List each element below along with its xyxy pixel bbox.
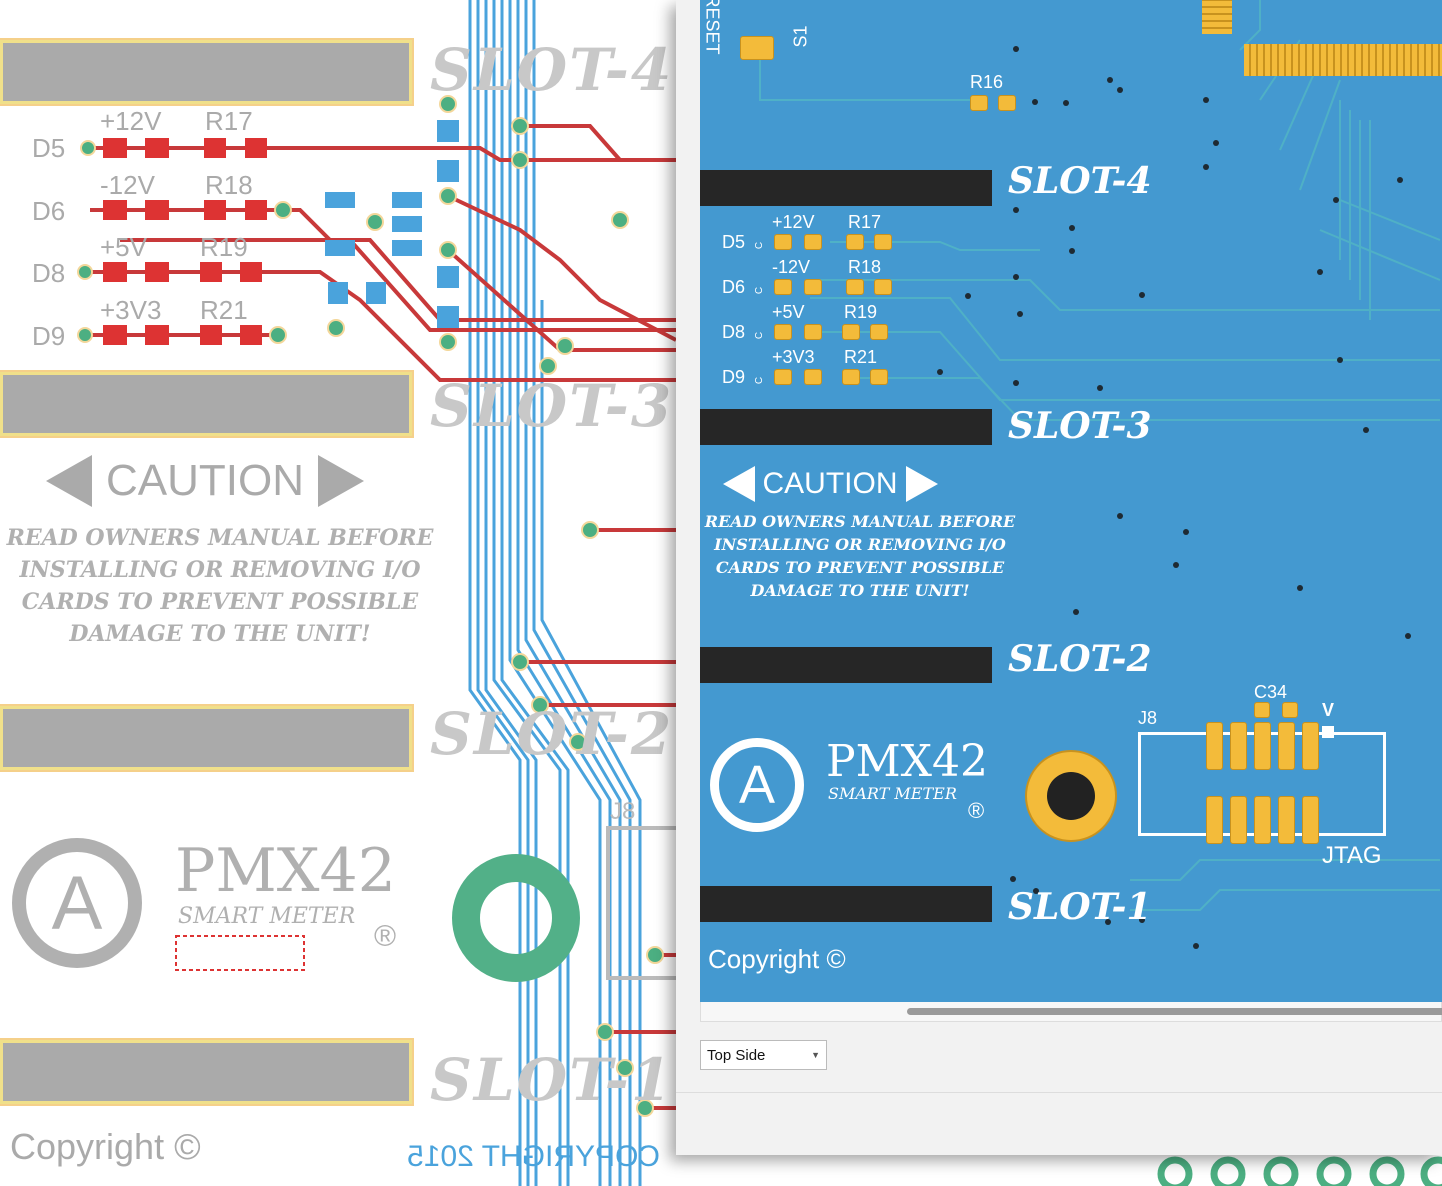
jtag-label: JTAG (1322, 842, 1382, 869)
preview-traces (759, 0, 1441, 949)
dropdown-arrow-icon: ▼ (811, 1050, 820, 1060)
horizontal-scrollbar-thumb[interactable] (907, 1008, 1442, 1015)
led-ref: D8 (32, 258, 66, 288)
copyright-text: Copyright © (10, 1126, 201, 1167)
slot-2-label: SLOT-2 (430, 700, 674, 768)
header-connector (1244, 44, 1442, 76)
caution-block: CAUTION (0, 455, 440, 507)
bottom-vias (1157, 1156, 1442, 1186)
logo-circle: A (12, 838, 142, 968)
pin1-marker: V (1322, 700, 1335, 720)
product-subtitle: SMART METER (828, 784, 957, 803)
slot-2-label: SLOT-2 (1008, 638, 1152, 680)
mounting-hole (1025, 750, 1117, 842)
reset-label: RESET (702, 0, 723, 55)
slot-3-connector (700, 409, 992, 445)
s1-switch-pad (740, 36, 774, 60)
caution-title: CAUTION (106, 456, 304, 505)
c34-pad (1282, 702, 1298, 718)
slot-3-label: SLOT-3 (1008, 405, 1152, 447)
side-select-value: Top Side (707, 1046, 766, 1064)
j8-label: J8 (1138, 708, 1158, 728)
led-resistor: R17 (205, 106, 253, 136)
product-name: PMX42 (826, 736, 988, 787)
slot-4-label: SLOT-4 (1008, 160, 1152, 202)
logo-circle: A (710, 738, 804, 832)
c34-pad (1254, 702, 1270, 718)
slot-1-connector (700, 886, 992, 922)
s1-label: S1 (790, 25, 811, 48)
slot-1-label: SLOT-1 (430, 1046, 674, 1114)
side-select[interactable]: Top Side ▼ (700, 1040, 827, 1070)
r16-pad (970, 95, 988, 111)
arrow-left-icon (722, 466, 755, 502)
led-voltage: -12V (100, 170, 155, 200)
c34-label: C34 (1254, 682, 1288, 702)
slot-4-label: SLOT-4 (430, 36, 674, 104)
product-subtitle: SMART METER (178, 904, 356, 929)
led-voltage: +3V3 (100, 295, 162, 325)
led-resistor: R18 (205, 170, 253, 200)
slot-4-connector (700, 170, 992, 206)
led-ref: D5 (32, 133, 66, 163)
slot-2-connector (700, 647, 992, 683)
led-voltage: +12V (100, 106, 162, 136)
slot-2-connector (0, 706, 412, 770)
pin1-square (1322, 726, 1334, 738)
board-preview[interactable]: RESET S1 R16 SLOT-4 SLOT-3 SLOT-2 SLOT-1… (700, 0, 1442, 1002)
slot-1-label: SLOT-1 (1008, 886, 1152, 928)
footer-divider (676, 1092, 1442, 1093)
j8-label: J8 (610, 798, 636, 825)
arrow-right-icon (905, 466, 938, 502)
registered-mark: ® (374, 920, 397, 953)
caution-block: CAUTION (700, 466, 990, 502)
registered-mark: ® (968, 798, 985, 823)
mounting-hole (452, 854, 580, 982)
silk-box (175, 935, 305, 971)
r16-label: R16 (970, 72, 1004, 92)
led-ref: D6 (32, 196, 66, 226)
board-preview-window: RESET S1 R16 SLOT-4 SLOT-3 SLOT-2 SLOT-1… (676, 0, 1442, 1155)
arrow-left-icon (46, 455, 92, 507)
trace-layer (77, 0, 680, 1186)
header-connector-vertical (1202, 0, 1232, 34)
arrow-right-icon (318, 455, 364, 507)
slot-3-connector (0, 372, 412, 436)
slot-3-label: SLOT-3 (430, 372, 674, 440)
led-ref: D9 (32, 321, 66, 351)
led-resistor: R19 (200, 232, 248, 262)
led-resistor: R21 (200, 295, 248, 325)
slot-1-connector (0, 1040, 412, 1104)
slot-4-connector (0, 40, 412, 104)
copyright-text: Copyright © (708, 944, 846, 974)
mirrored-copyright: COPYRIGHT 2015 (407, 1140, 660, 1173)
caution-title: CAUTION (762, 467, 898, 500)
horizontal-scrollbar-track[interactable] (700, 1002, 1442, 1022)
led-voltage: +5V (100, 232, 147, 262)
product-name: PMX42 (175, 836, 396, 906)
jtag-pin-rows (1206, 722, 1326, 844)
r16-pad (998, 95, 1016, 111)
